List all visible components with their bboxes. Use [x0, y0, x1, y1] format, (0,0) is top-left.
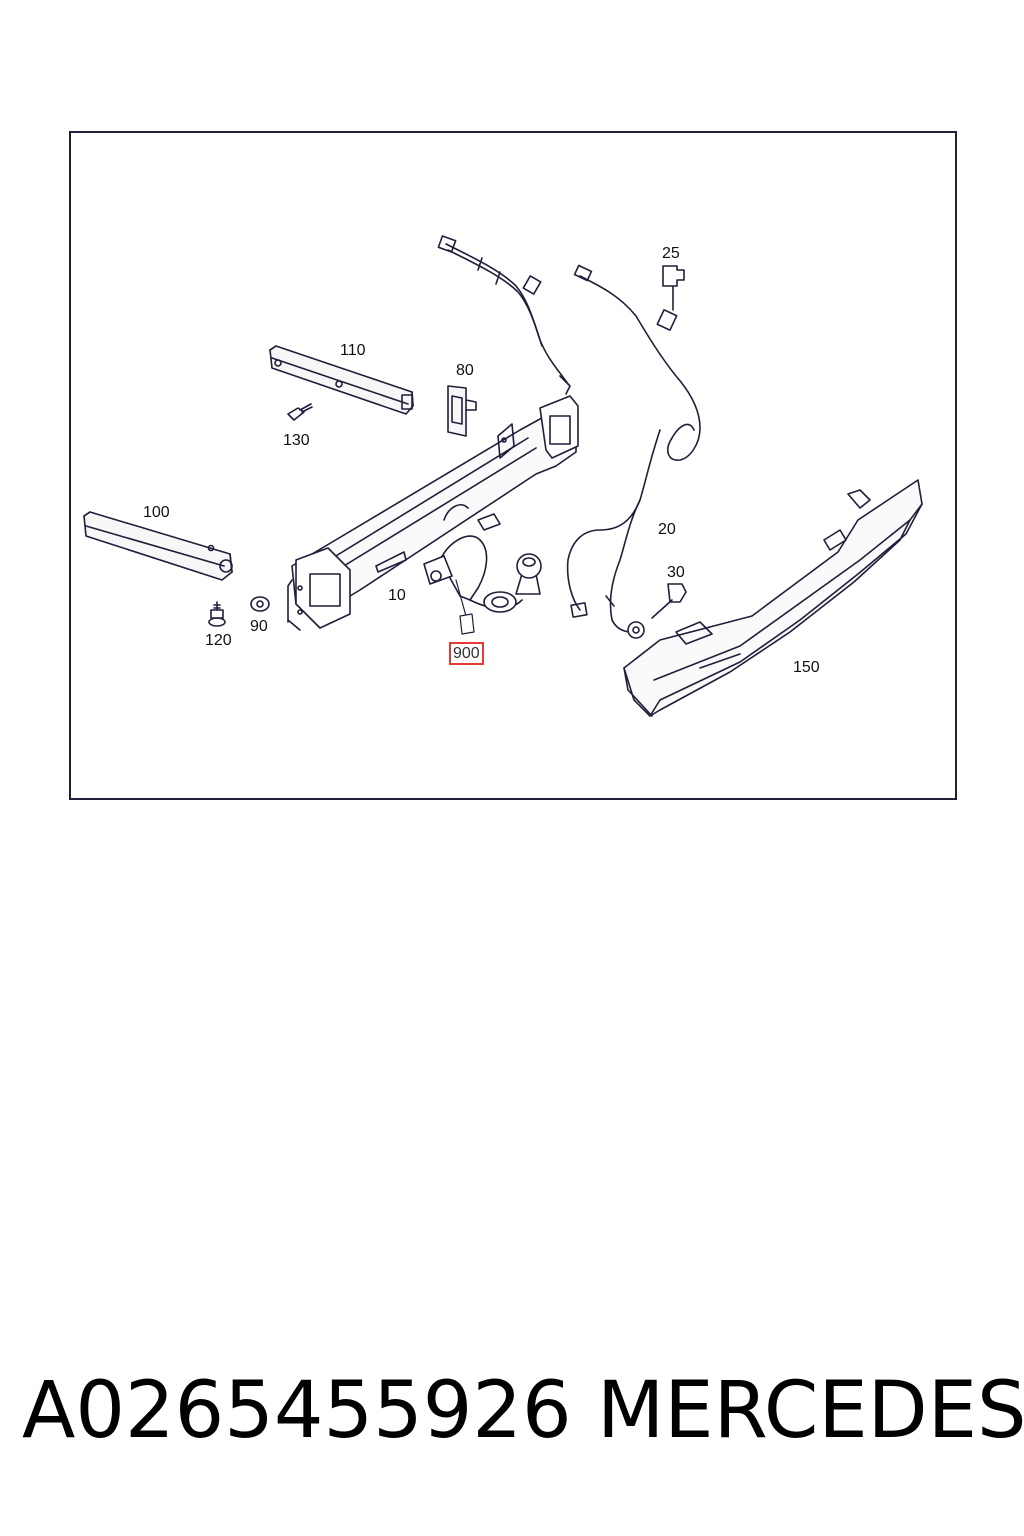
- part-150-bumper: [623, 479, 923, 717]
- part-100-bracket: [83, 511, 233, 581]
- part-tow-ball: [423, 504, 542, 613]
- leader-lines: [455, 579, 475, 635]
- part-110-bracket: [269, 345, 414, 415]
- part-80-clip: [447, 385, 477, 437]
- part-90-nut: [250, 596, 270, 612]
- callout-80: 80: [456, 362, 474, 379]
- callout-30: 30: [667, 564, 685, 581]
- callout-20: 20: [658, 521, 676, 538]
- part-number: A0265455926: [22, 1366, 572, 1456]
- callout-25: 25: [662, 245, 680, 262]
- callout-120: 120: [205, 632, 232, 649]
- part-30-clip: [651, 583, 687, 619]
- part-20-harness: [566, 264, 701, 639]
- part-130-bolt: [287, 403, 313, 421]
- callout-110: 110: [340, 342, 366, 359]
- callout-130: 130: [283, 432, 310, 449]
- callout-10: 10: [388, 587, 406, 604]
- part-25-clip: [662, 265, 685, 311]
- callout-900-highlighted[interactable]: 900: [449, 642, 484, 665]
- part-10-crossbeam: [287, 395, 579, 631]
- callout-150: 150: [793, 659, 820, 676]
- brand-name: MERCEDES: [597, 1366, 1024, 1456]
- harness-left: [437, 235, 571, 395]
- callout-100: 100: [143, 504, 170, 521]
- callout-90: 90: [250, 618, 268, 635]
- part-120-bolt: [208, 601, 226, 627]
